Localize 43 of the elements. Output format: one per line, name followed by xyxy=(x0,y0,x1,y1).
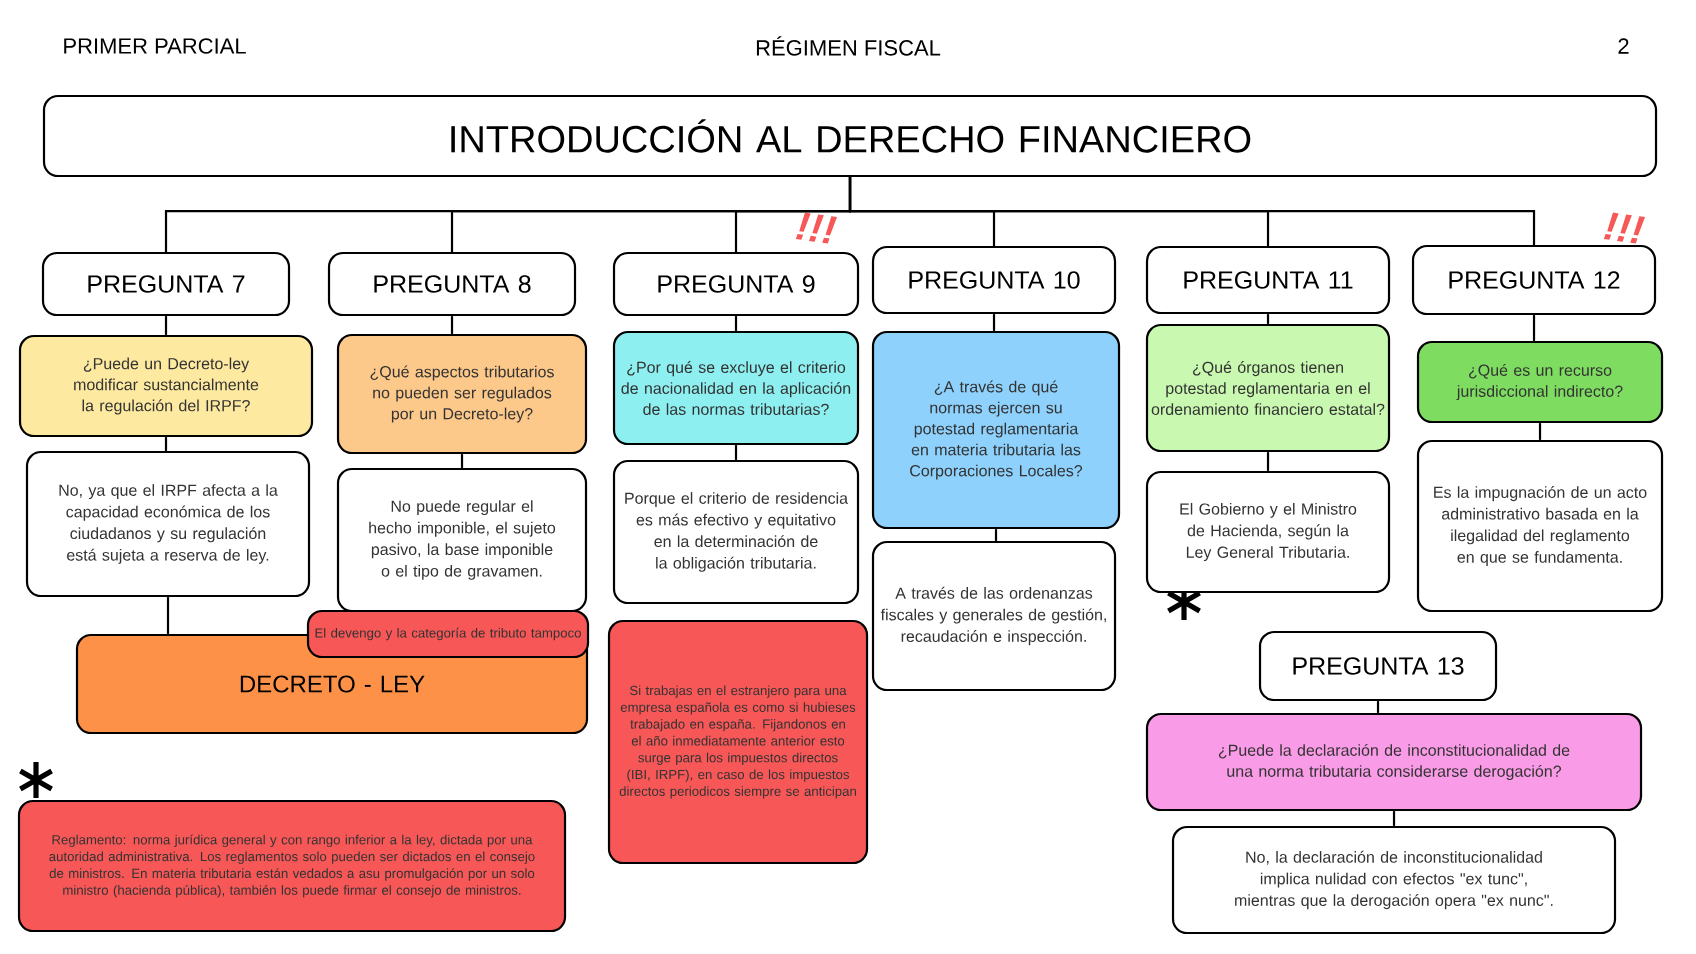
question-box: ¿Qué es un recurso jurisdiccional indirecto? xyxy=(1416,340,1664,424)
connector-line xyxy=(1266,452,1270,471)
connector-line xyxy=(1376,701,1380,713)
connector-line xyxy=(166,597,170,634)
question-box: ¿Puede un Decreto-ley modificar sustancialmente la regulación del IRPF? xyxy=(18,334,314,438)
connector-line xyxy=(734,316,738,331)
connector-line xyxy=(734,445,738,460)
answer-box: Es la impugnación de un acto administrativo basada en la ilegalidad del reglamento en que se fundamenta. xyxy=(1416,439,1664,613)
heading-box: PREGUNTA 13 xyxy=(1258,630,1498,702)
question-box: ¿Por qué se excluye el criterio de nacionalidad en la aplicación de las normas tributarias? xyxy=(612,330,860,446)
answer-box: A través de las ordenanzas fiscales y generales de gestión, recaudación e inspección. xyxy=(871,540,1117,692)
answer-box: El Gobierno y el Ministro de Hacienda, según la Ley General Tributaria. xyxy=(1145,470,1391,594)
title-box: INTRODUCCIÓN AL DERECHO FINANCIERO xyxy=(42,94,1658,178)
heading-box: PREGUNTA 9 xyxy=(612,251,860,317)
connector-line xyxy=(164,316,168,335)
connector-line xyxy=(848,177,1536,245)
question-box: ¿Qué aspectos tributarios no pueden ser regulados por un Decreto-ley? xyxy=(336,333,588,455)
header-text: RÉGIMEN FISCAL xyxy=(756,36,941,56)
question-box: ¿A través de qué normas ejercen su potestad reglamentaria en materia tributaria las Corporaciones Locales? xyxy=(871,330,1121,530)
connector-line xyxy=(994,529,998,541)
header-text: PRIMER PARCIAL xyxy=(64,38,246,54)
answer-box: No, ya que el IRPF afecta a la capacidad económica de los ciudadanos y su regulación está sujeta a reserva de ley. xyxy=(25,450,311,598)
heading-box: PREGUNTA 12 xyxy=(1411,244,1657,316)
heading-box: PREGUNTA 7 xyxy=(41,251,291,317)
connector-line xyxy=(460,454,464,468)
header-text: 2 xyxy=(1618,38,1629,54)
question-box: ¿Qué órganos tienen potestad reglamentaria en el ordenamiento financiero estatal? xyxy=(1145,323,1391,453)
heading-box: PREGUNTA 10 xyxy=(871,245,1117,315)
exclamation-marks: !!! xyxy=(795,212,838,244)
heading-box: PREGUNTA 11 xyxy=(1145,245,1391,315)
connector-line xyxy=(1266,314,1270,324)
connector-line xyxy=(1538,423,1542,440)
question-box: ¿Puede la declaración de inconstitucionalidad de una norma tributaria considerarse derogación? xyxy=(1145,712,1643,812)
connector-line xyxy=(450,316,454,334)
connector-line xyxy=(992,314,996,331)
connector-line xyxy=(1532,315,1536,341)
answer-box: Porque el criterio de residencia es más efectivo y equitativo en la determinación de la obligación tributaria. xyxy=(612,459,860,605)
answer-box: No, la declaración de inconstitucionalidad implica nulidad con efectos "ex tunc", mientras que la derogación opera "ex nunc". xyxy=(1171,825,1617,935)
connector-line xyxy=(164,437,168,451)
answer-box: No puede regular el hecho imponible, el sujeto pasivo, la base imponible o el tipo de gravamen. xyxy=(336,467,588,613)
heading-box: PREGUNTA 8 xyxy=(327,251,577,317)
exclamation-marks: !!! xyxy=(1603,212,1646,244)
connector-line xyxy=(1392,811,1396,826)
